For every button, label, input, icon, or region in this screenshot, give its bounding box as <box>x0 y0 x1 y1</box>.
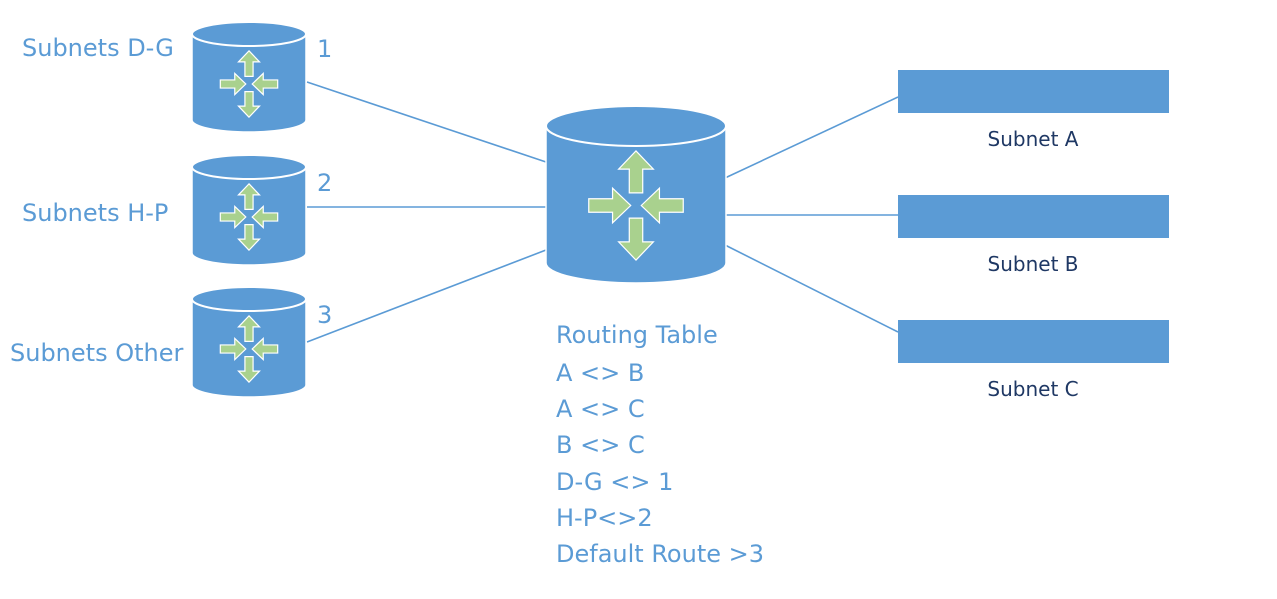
routing-table-entry: H-P<>2 <box>556 504 653 532</box>
subnet-bar-b <box>898 195 1169 238</box>
link-router-3-to-core <box>306 249 547 343</box>
routing-table-entry: Default Route >3 <box>556 540 764 568</box>
port-number-2: 2 <box>317 169 332 197</box>
router-top <box>191 21 307 47</box>
connections <box>306 81 899 343</box>
routing-table-entry: D-G <> 1 <box>556 468 673 496</box>
router-label-d-g: Subnets D-G <box>22 34 174 62</box>
subnet-label-a: Subnet A <box>988 127 1079 151</box>
subnet-label-b: Subnet B <box>988 252 1079 276</box>
router-body <box>191 298 307 398</box>
routing-table-entry: B <> C <box>556 431 645 459</box>
router-body <box>191 166 307 266</box>
subnet-bar-a <box>898 70 1169 113</box>
link-core-to-subnet-a <box>724 96 899 179</box>
router-label-other: Subnets Other <box>10 339 183 367</box>
left-routers <box>191 21 307 398</box>
subnet-bar-c <box>898 320 1169 363</box>
port-number-1: 1 <box>317 35 332 63</box>
router-top <box>191 286 307 312</box>
link-router-1-to-core <box>306 81 547 163</box>
port-number-3: 3 <box>317 301 332 329</box>
subnets: Subnet A Subnet B Subnet C <box>898 70 1169 401</box>
routing-table-entry: A <> C <box>556 395 645 423</box>
router-icon <box>191 286 307 398</box>
router-icon <box>191 21 307 133</box>
router-icon <box>191 154 307 266</box>
router-top <box>545 105 727 147</box>
routing-table-title: Routing Table <box>556 321 718 349</box>
router-label-h-p: Subnets H-P <box>22 199 168 227</box>
routing-table-entry: A <> B <box>556 359 644 387</box>
router-icon <box>545 105 727 284</box>
router-body <box>545 125 727 284</box>
routing-table: Routing Table A <> B A <> C B <> C D-G <… <box>556 321 764 568</box>
link-core-to-subnet-c <box>724 244 899 333</box>
router-body <box>191 33 307 133</box>
router-top <box>191 154 307 180</box>
subnet-label-c: Subnet C <box>987 377 1078 401</box>
